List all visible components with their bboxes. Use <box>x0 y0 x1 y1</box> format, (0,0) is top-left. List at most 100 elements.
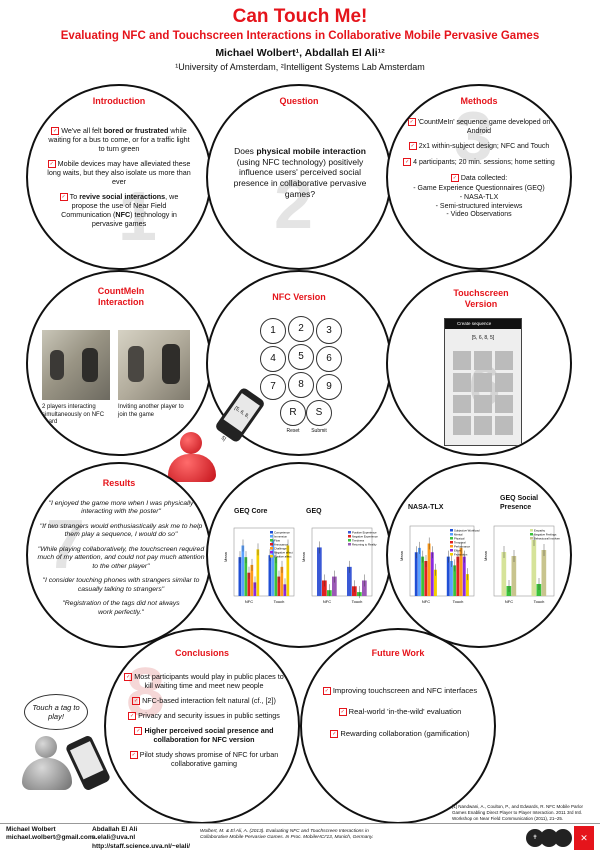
bar <box>418 547 421 596</box>
legend-swatch <box>450 549 453 552</box>
geq-label: GEQ <box>306 508 322 515</box>
question-text: Does physical mobile interaction (using … <box>233 146 367 199</box>
introduction-title: Introduction <box>92 96 146 106</box>
x-tick-label: Touch <box>534 599 545 604</box>
legend-swatch <box>450 545 453 548</box>
affiliations: ¹University of Amsterdam, ²Intelligent S… <box>175 62 425 72</box>
legend-label: Negative Feelings <box>534 533 557 537</box>
poster-title: Can Touch Me! <box>232 6 368 27</box>
legend-swatch <box>450 537 453 540</box>
methods-text: ✓'CountMeIn' sequence game developed on … <box>403 118 555 219</box>
bar <box>459 547 463 596</box>
legend-label: Tiredness <box>352 539 365 543</box>
bar <box>271 539 275 596</box>
reset-key[interactable]: R <box>280 400 306 426</box>
legend-label: Effort <box>454 549 461 553</box>
submit-label: Submit <box>311 428 327 434</box>
bar <box>531 540 537 596</box>
checkbox-icon: ✓ <box>408 142 417 151</box>
countmein-circle: CountMeIn Interaction 2 players interact… <box>26 270 212 456</box>
legend-label: Immersion <box>274 535 287 539</box>
key-4[interactable]: 4 <box>260 346 286 372</box>
bar <box>238 557 242 596</box>
legend-swatch <box>270 531 273 534</box>
key-6[interactable]: 6 <box>316 346 342 372</box>
poster-subtitle: Evaluating NFC and Touchscreen Interacti… <box>60 30 540 42</box>
legend-swatch <box>530 537 533 540</box>
legend-label: Returning to Reality <box>352 543 377 547</box>
bar <box>286 545 290 596</box>
bar <box>434 569 437 596</box>
legend-swatch <box>270 543 273 546</box>
y-axis-label: Mean <box>224 552 228 562</box>
checkbox-icon: ✓ <box>134 727 143 736</box>
question-circle: 2 Question Does physical mobile interact… <box>206 84 392 270</box>
legend-swatch <box>348 543 351 546</box>
legend-label: Positive affect <box>274 555 292 559</box>
submit-key[interactable]: S <box>306 400 332 426</box>
bar <box>332 576 337 596</box>
x-tick-label: NFC <box>505 599 513 604</box>
methods-circle: 3 Methods ✓'CountMeIn' sequence game dev… <box>386 84 572 270</box>
legend-swatch <box>270 535 273 538</box>
legend-swatch <box>530 533 533 536</box>
results-title: Results <box>102 478 136 488</box>
results-circle: 7 Results "I enjoyed the game more when … <box>26 462 212 648</box>
legend-label: Annoyance <box>274 543 288 547</box>
caption-2: Inviting another player to join the game <box>118 404 184 418</box>
question-title: Question <box>279 96 319 106</box>
bar <box>268 555 272 596</box>
bar <box>253 582 257 596</box>
nfc-keypad: 1 2 3 4 5 6 7 8 9 R S Reset Submit <box>208 272 390 454</box>
key-3[interactable]: 3 <box>316 318 342 344</box>
bar <box>456 556 460 596</box>
nfc-title: NFC Version <box>272 292 326 302</box>
checkbox-icon: ✓ <box>124 673 133 682</box>
android-screen: Create sequence [5, 6, 8, 5] 6 <box>444 318 522 446</box>
legend-swatch <box>450 553 453 556</box>
touchscreen-title: Touchscreen Version <box>453 288 509 309</box>
key-9[interactable]: 9 <box>316 374 342 400</box>
key-7[interactable]: 7 <box>260 374 286 400</box>
checkbox-icon: ✓ <box>338 708 347 717</box>
legend-label: Competence <box>274 531 290 535</box>
key-2[interactable]: 2 <box>288 316 314 342</box>
methods-title: Methods <box>460 96 498 106</box>
legend-swatch <box>450 529 453 532</box>
key-8[interactable]: 8 <box>288 372 314 398</box>
checkbox-icon: ✓ <box>59 193 68 202</box>
reset-label: Reset <box>286 428 300 434</box>
future-work-text: ✓Improving touchscreen and NFC interface… <box>322 686 478 738</box>
bar <box>453 565 457 596</box>
email-link-1[interactable]: michael.wolbert@gmail.com <box>6 834 94 842</box>
legend-label: Temporal <box>454 541 466 545</box>
legend-swatch <box>450 533 453 536</box>
touchscreen-circle: Touchscreen Version Create sequence [5, … <box>386 270 572 456</box>
geq-core-label: GEQ Core <box>234 508 268 515</box>
legend-label: Physical <box>454 537 465 541</box>
footer-divider <box>0 823 600 824</box>
footer-author-1: Michael Wolbert michael.wolbert@gmail.co… <box>6 826 94 842</box>
person-red-icon <box>166 432 218 486</box>
section-number: 3 <box>454 97 493 175</box>
photo-players-nfc-board <box>42 330 110 400</box>
email-link-2[interactable]: a.elali@uva.nl <box>92 834 136 842</box>
bar <box>250 564 254 596</box>
bar <box>274 557 278 596</box>
checkbox-icon: ✓ <box>450 173 459 182</box>
key-5[interactable]: 5 <box>288 344 314 370</box>
footer-author-2: Abdallah El Ali a.elali@uva.nl http://st… <box>92 826 191 850</box>
key-1[interactable]: 1 <box>260 318 286 344</box>
legend-swatch <box>348 535 351 538</box>
bar <box>541 550 547 596</box>
bar <box>430 552 434 596</box>
checkbox-icon: ✓ <box>407 118 416 126</box>
x-tick-label: Touch <box>274 599 285 604</box>
legend-label: Positive Experience <box>352 531 377 535</box>
bar <box>317 547 322 596</box>
homepage-link[interactable]: http://staff.science.uva.nl/~elali/ <box>92 842 191 850</box>
